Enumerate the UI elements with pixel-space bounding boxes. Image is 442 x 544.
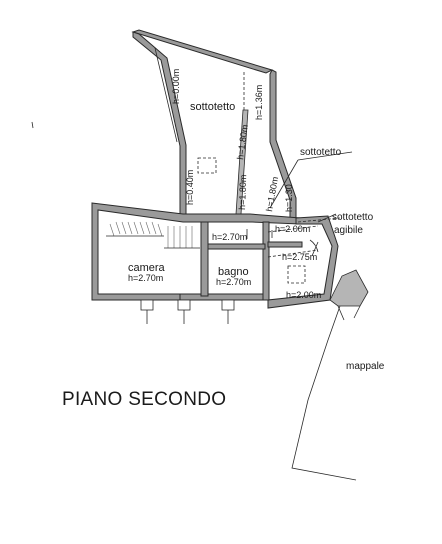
height-0-40: h=0.40m (185, 170, 195, 205)
height-0-00: h=0.00m (171, 69, 181, 104)
camera-label: camera (128, 262, 166, 274)
plan-title: PIANO SECONDO (62, 389, 226, 410)
bottom-ticks (140, 299, 235, 324)
attic-usable-label-1: sottotetto (332, 212, 374, 223)
bagno-height: h=2.70m (216, 277, 251, 287)
height-2-00-upper: h=2.00m (275, 224, 310, 234)
corridor-height: h=2.70m (212, 232, 247, 242)
attic-partitions (197, 70, 306, 284)
height-1-80-upper: h=1.80m (235, 124, 250, 160)
main-floor (91, 202, 369, 321)
attic-usable-label-2: agibile (334, 225, 363, 236)
attic-side-label: sottotetto (300, 147, 342, 158)
height-1-80-lower: h=1.80m (237, 174, 248, 210)
camera-height: h=2.70m (128, 273, 163, 283)
bagno-label: bagno (218, 266, 249, 278)
height-1-30: h=1.30 (284, 184, 294, 212)
height-2-75: h=2.75m (282, 252, 317, 262)
slope-lines (267, 151, 353, 258)
attic-main-label: sottotetto (190, 101, 235, 113)
mappale-boundary (291, 305, 357, 481)
height-1-36: h=1.36m (254, 85, 264, 120)
mappale-label: mappale (346, 361, 385, 372)
height-2-00-lower: h=2.00m (286, 290, 321, 300)
